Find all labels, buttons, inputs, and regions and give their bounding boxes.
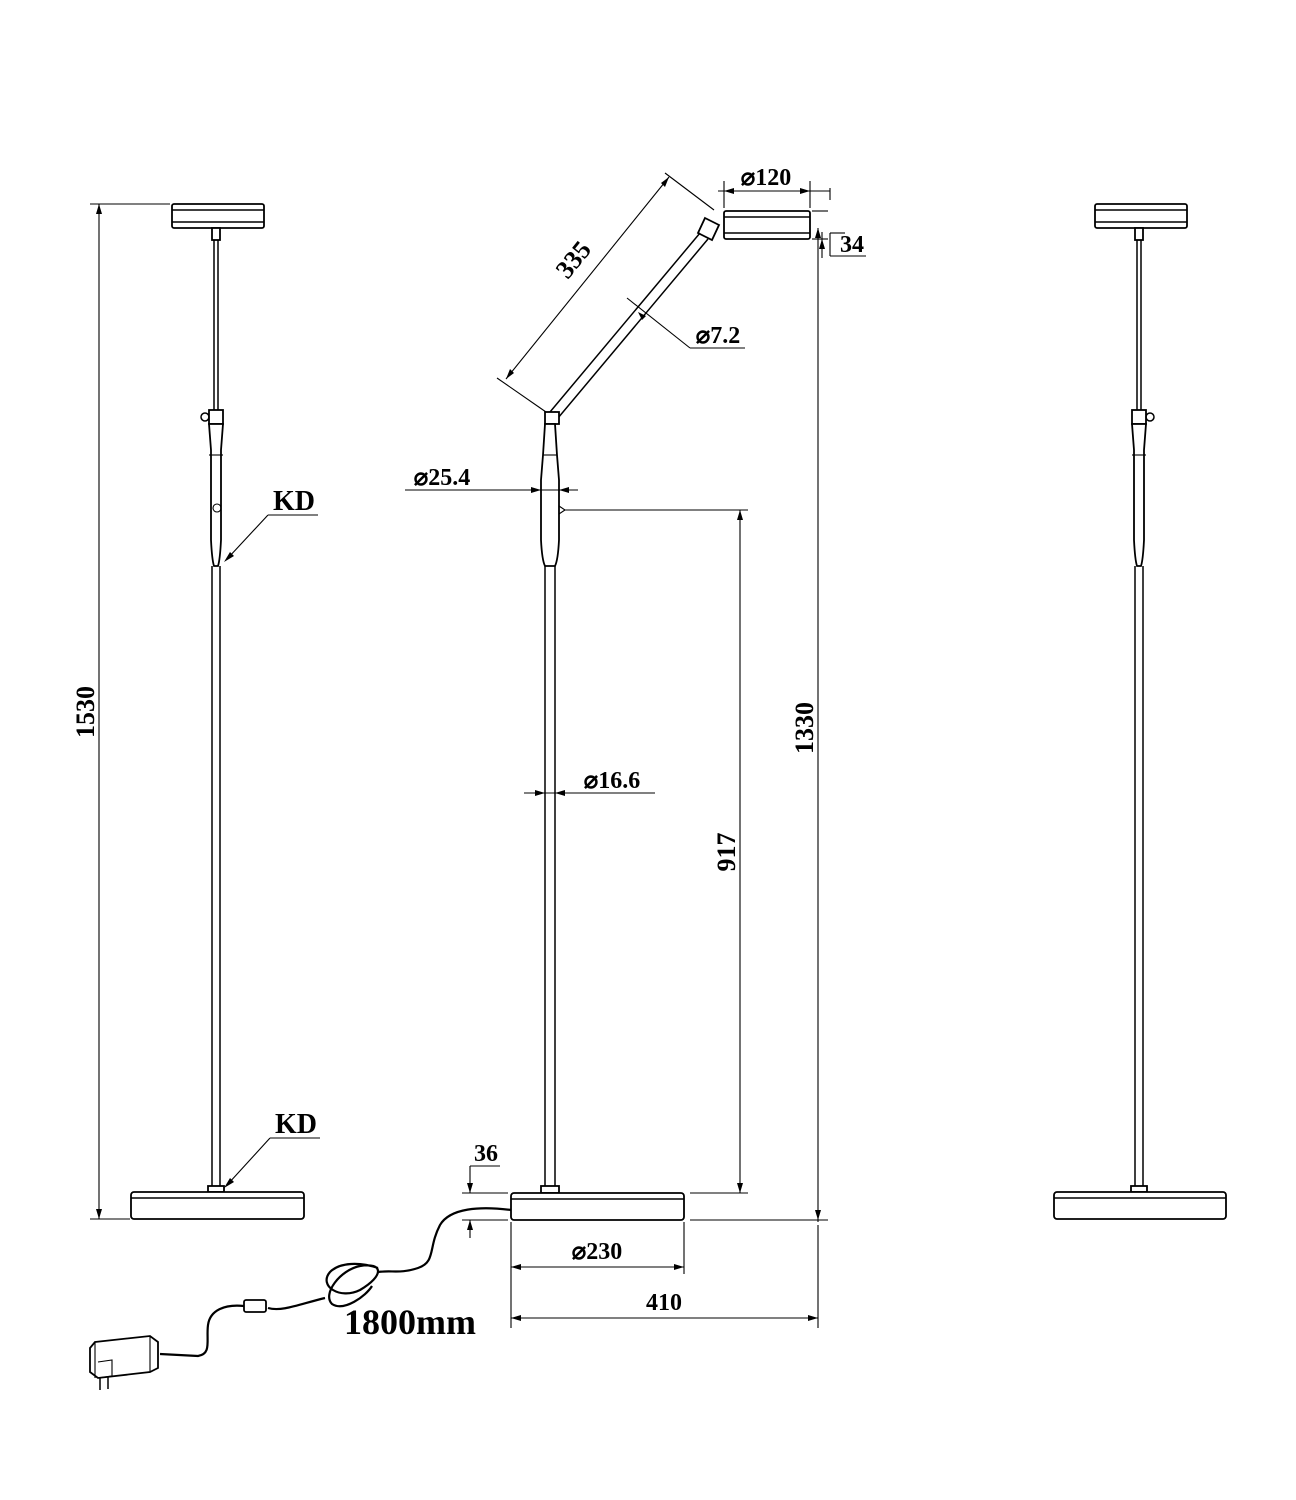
switch-height-label: 917 xyxy=(712,833,741,872)
arm-length-dimension: 335 xyxy=(496,172,715,413)
handle-side xyxy=(540,423,560,567)
kd-lower-label: KD xyxy=(275,1109,317,1140)
lamp-head-side xyxy=(723,210,811,240)
base-diameter-dimension: ⌀230 xyxy=(510,1222,685,1328)
power-cable: 1800mm xyxy=(89,1207,512,1390)
front-view-lamp xyxy=(130,203,305,1220)
lamp-height-dimension: 1330 xyxy=(690,228,828,1222)
head-thickness-label: 34 xyxy=(840,232,864,258)
lamp-head-front xyxy=(171,203,265,229)
arm-length-label: 335 xyxy=(550,235,597,284)
base-front xyxy=(130,1191,305,1220)
back-view-lamp xyxy=(1053,203,1227,1220)
base-diameter-label: ⌀230 xyxy=(572,1239,622,1265)
knob-diameter-dimension: ⌀25.4 xyxy=(405,465,578,493)
base-back xyxy=(1053,1191,1227,1220)
pole-diameter-label: ⌀16.6 xyxy=(584,768,640,794)
switch-button xyxy=(212,503,222,513)
head-thickness-dimension: 34 xyxy=(812,210,866,258)
cable-connector xyxy=(243,1299,267,1313)
pole-diameter-dimension: ⌀16.6 xyxy=(524,768,655,796)
arm-diameter-label: ⌀7.2 xyxy=(696,323,740,349)
pole-foot-side xyxy=(540,1185,560,1194)
base-height-dimension: 36 xyxy=(462,1141,508,1238)
head-diameter-dimension: ⌀120 xyxy=(718,165,831,208)
lamp-head-back xyxy=(1094,203,1188,229)
kd-lower-callout: KD xyxy=(224,1109,320,1188)
overall-width-label: 410 xyxy=(646,1290,682,1316)
arm-diameter-dimension: ⌀7.2 xyxy=(626,297,745,349)
side-view-lamp xyxy=(510,210,811,1221)
total-height-dimension: 1530 xyxy=(71,203,170,1220)
head-connector xyxy=(211,227,221,241)
arm-base-joint xyxy=(544,411,560,425)
arm-head-joint xyxy=(696,216,721,242)
lamp-height-label: 1330 xyxy=(790,702,819,754)
base-height-label: 36 xyxy=(474,1141,498,1167)
joint xyxy=(208,409,224,425)
switch-height-dimension: 917 xyxy=(565,509,748,1194)
base-side xyxy=(510,1192,685,1221)
handle-section xyxy=(208,423,224,567)
head-diameter-label: ⌀120 xyxy=(741,165,791,191)
kd-upper-label: KD xyxy=(273,486,315,517)
cable-length-label: 1800mm xyxy=(344,1302,476,1342)
overall-width-dimension: 410 xyxy=(511,1225,819,1328)
total-height-label: 1530 xyxy=(71,686,100,738)
power-adapter xyxy=(89,1335,159,1379)
handle-back xyxy=(1131,423,1147,567)
knob-diameter-label: ⌀25.4 xyxy=(414,465,470,491)
kd-upper-callout: KD xyxy=(224,486,318,562)
